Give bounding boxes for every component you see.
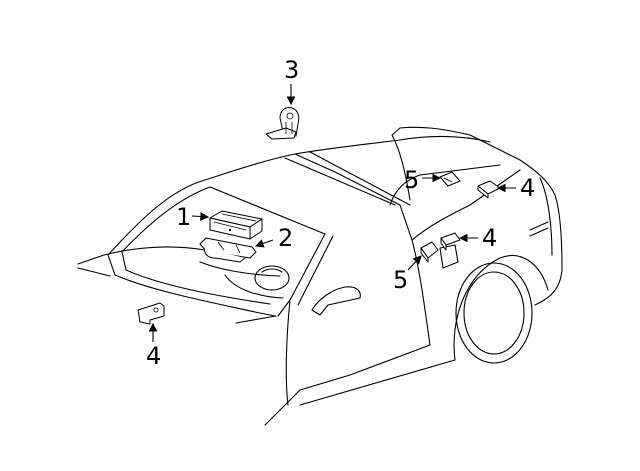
callout-4-middle: 4	[482, 224, 497, 252]
part-4-middle	[440, 232, 461, 251]
callout-5-top: 5	[404, 166, 419, 194]
callout-5-lower: 5	[393, 266, 408, 294]
part-4-left	[137, 302, 165, 325]
callout-4-left: 4	[146, 342, 161, 370]
callout-3: 3	[284, 56, 299, 84]
part-5-lower	[420, 241, 439, 263]
part-4-rear-top	[477, 180, 501, 199]
callout-1: 1	[176, 203, 191, 231]
car-outline	[77, 126, 563, 426]
callout-4-rear-top: 4	[520, 174, 535, 202]
leader-lines	[148, 84, 516, 342]
part-1-module	[209, 210, 263, 240]
part-5-top	[439, 171, 461, 187]
part-3-sensor	[265, 107, 300, 140]
part-2-bracket	[199, 237, 257, 263]
callout-2: 2	[278, 224, 293, 252]
